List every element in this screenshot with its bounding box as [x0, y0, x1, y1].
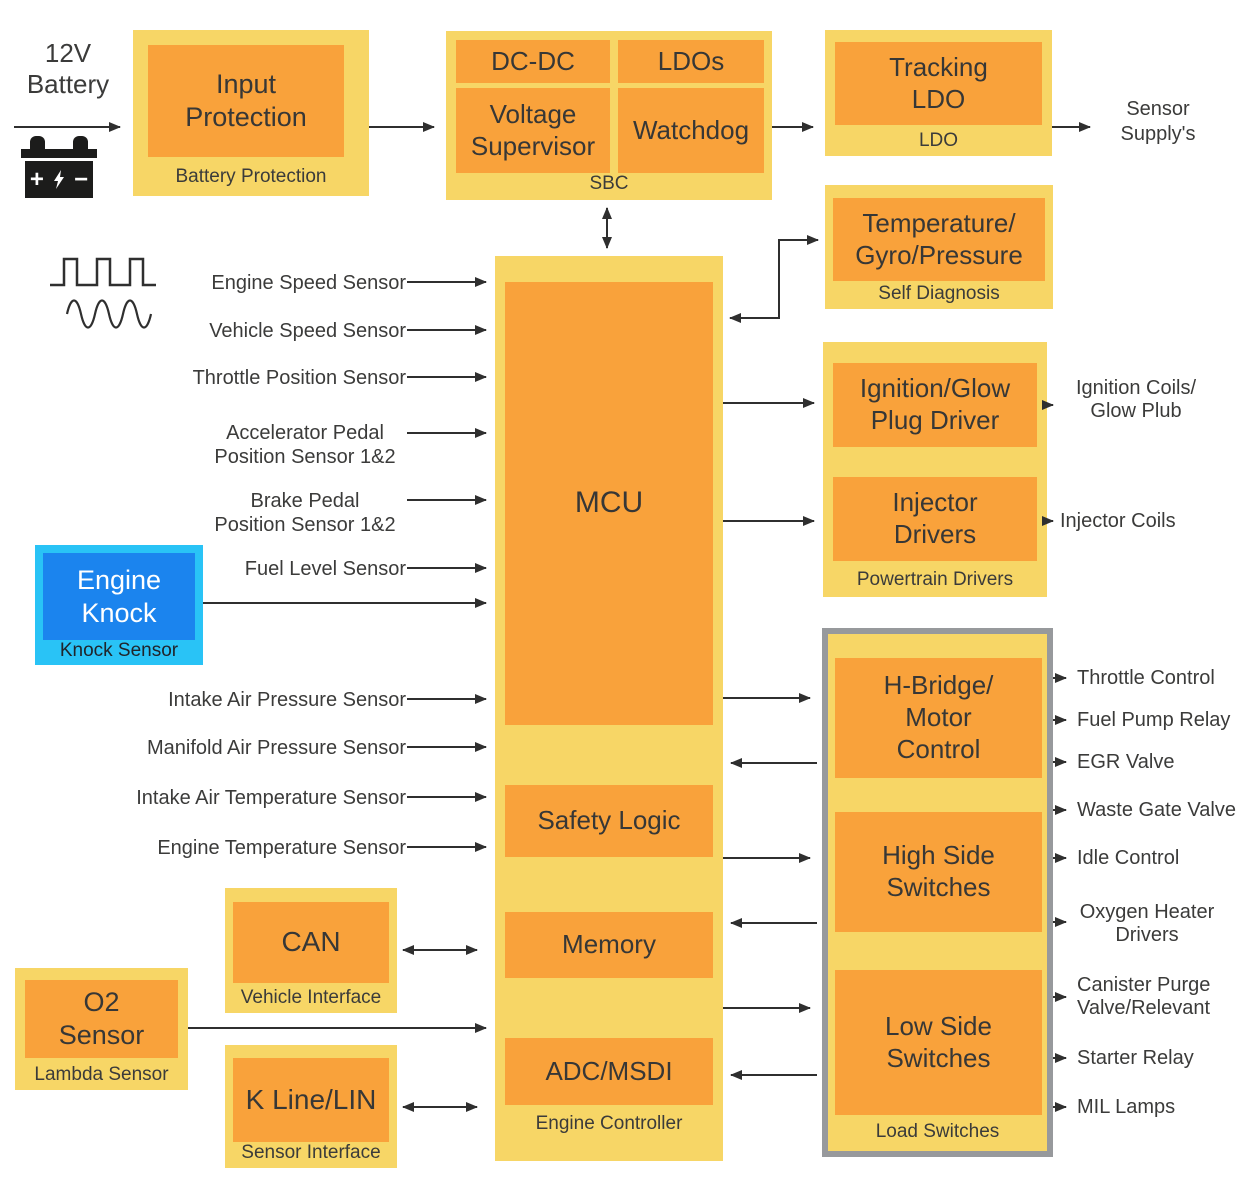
output-idle-control: Idle Control	[1077, 847, 1180, 869]
engine-knock-block: Engine Knock	[43, 553, 195, 640]
sbc-label: SBC	[589, 173, 629, 194]
mcu-block: MCU	[505, 282, 713, 725]
output-mil-lamps: MIL Lamps	[1077, 1096, 1176, 1118]
output-fuel-pump-relay: Fuel Pump Relay	[1077, 709, 1231, 731]
sensor-supply-label: Sensor Supply's	[1120, 98, 1196, 145]
output-oxygen-heater-drivers: Oxygen Heater Drivers	[1079, 901, 1215, 946]
sensor-label-intake-air-pressure: Intake Air Pressure Sensor	[168, 689, 406, 711]
safety-logic-block: Safety Logic	[505, 785, 713, 857]
powertrain-drivers-container: Ignition/Glow Plug Driver Injector Drive…	[823, 342, 1047, 597]
lightning-icon	[53, 169, 64, 189]
battery-protection-container: Input Protection Battery Protection	[133, 30, 369, 196]
dcdc-block: DC-DC	[456, 40, 610, 83]
high-side-switches-block: High Side Switches	[835, 812, 1042, 932]
sensor-label-accelerator-pedal: Accelerator Pedal Position Sensor 1&2	[214, 422, 396, 468]
self-diagnosis-container: Temperature/ Gyro/Pressure Self Diagnosi…	[825, 185, 1053, 309]
powertrain-drivers-label: Powertrain Drivers	[856, 569, 1014, 590]
ignition-coils-label: Ignition Coils/ Glow Plub	[1075, 377, 1197, 422]
input-protection-block: Input Protection	[148, 45, 344, 157]
ignition-glow-plug-driver-block: Ignition/Glow Plug Driver	[833, 363, 1037, 447]
tracking-ldo-block: Tracking LDO	[835, 42, 1042, 125]
sensor-interface-container: K Line/LIN Sensor Interface	[225, 1045, 397, 1168]
injector-drivers-block: Injector Drivers	[833, 477, 1037, 561]
battery-protection-label: Battery Protection	[175, 166, 327, 187]
sensor-label-fuel-level: Fuel Level Sensor	[244, 558, 406, 580]
sensor-label-engine-speed: Engine Speed Sensor	[211, 272, 406, 294]
knock-sensor-container: Engine Knock Knock Sensor	[35, 545, 203, 665]
output-canister-purge-valve: Canister Purge Valve/Relevant	[1077, 974, 1211, 1019]
vehicle-interface-label: Vehicle Interface	[240, 987, 382, 1008]
sensor-label-throttle-position: Throttle Position Sensor	[192, 367, 406, 389]
memory-block: Memory	[505, 912, 713, 978]
can-block: CAN	[233, 902, 389, 983]
o2-sensor-block: O2 Sensor	[25, 980, 178, 1058]
injector-coils-label: Injector Coils	[1060, 510, 1176, 532]
waveform-icons	[50, 257, 156, 329]
load-switches-label: Load Switches	[875, 1121, 1000, 1142]
battery-source-label: 12V Battery	[26, 38, 110, 99]
sensor-label-engine-temperature: Engine Temperature Sensor	[157, 837, 406, 859]
sensor-label-intake-air-temperature: Intake Air Temperature Sensor	[136, 787, 406, 809]
h-bridge-motor-control-block: H-Bridge/ Motor Control	[835, 658, 1042, 778]
output-egr-valve: EGR Valve	[1077, 751, 1175, 773]
watchdog-block: Watchdog	[618, 88, 764, 173]
knock-sensor-label: Knock Sensor	[59, 640, 179, 661]
vehicle-interface-container: CAN Vehicle Interface	[225, 888, 397, 1013]
output-throttle-control: Throttle Control	[1077, 667, 1215, 689]
load-switches-container: H-Bridge/ Motor Control High Side Switch…	[822, 628, 1053, 1157]
tracking-ldo-container: Tracking LDO LDO	[825, 30, 1052, 156]
engine-controller-label: Engine Controller	[535, 1113, 683, 1134]
output-waste-gate-valve: Waste Gate Valve	[1077, 799, 1236, 821]
lambda-sensor-label: Lambda Sensor	[34, 1064, 169, 1085]
sensor-interface-label: Sensor Interface	[241, 1142, 381, 1163]
lambda-sensor-container: O2 Sensor Lambda Sensor	[15, 968, 188, 1090]
sensor-label-brake-pedal: Brake Pedal Position Sensor 1&2	[214, 490, 396, 536]
temperature-gyro-pressure-block: Temperature/ Gyro/Pressure	[833, 198, 1045, 281]
adc-msdi-block: ADC/MSDI	[505, 1038, 713, 1105]
battery-icon: + −	[21, 136, 97, 198]
sensor-label-manifold-air-pressure: Manifold Air Pressure Sensor	[146, 737, 406, 759]
voltage-supervisor-block: Voltage Supervisor	[456, 88, 610, 173]
arrow-self-diagnosis-mcu	[729, 235, 819, 323]
ldos-block: LDOs	[618, 40, 764, 83]
kline-lin-block: K Line/LIN	[233, 1058, 389, 1142]
sbc-container: DC-DC LDOs Voltage Supervisor Watchdog S…	[446, 31, 772, 200]
sensor-label-vehicle-speed: Vehicle Speed Sensor	[209, 320, 406, 342]
output-starter-relay: Starter Relay	[1077, 1047, 1194, 1069]
self-diagnosis-label: Self Diagnosis	[878, 283, 1000, 304]
ldo-label: LDO	[918, 130, 959, 151]
low-side-switches-block: Low Side Switches	[835, 970, 1042, 1115]
engine-controller-container: MCU Safety Logic Memory ADC/MSDI Engine …	[495, 256, 723, 1161]
